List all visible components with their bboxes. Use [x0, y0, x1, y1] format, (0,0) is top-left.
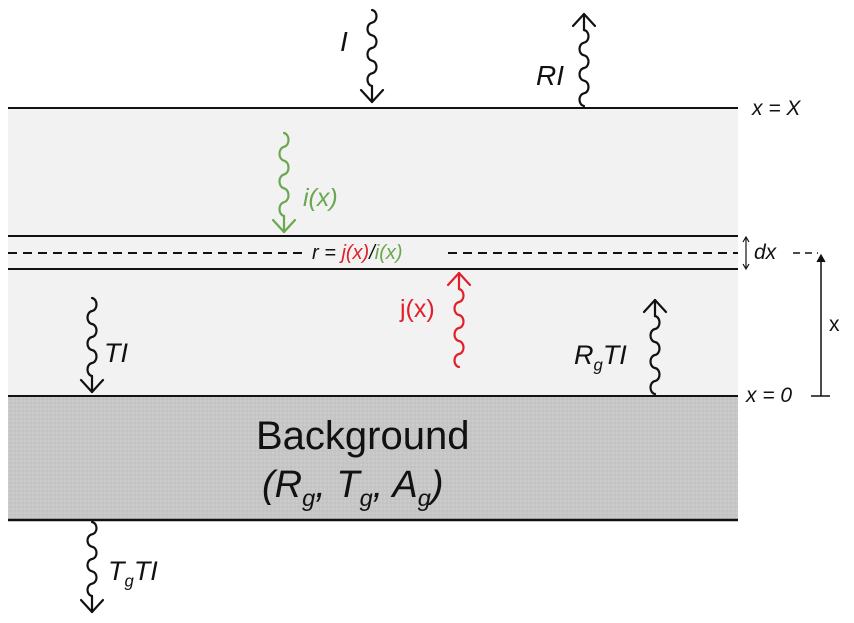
- ratio-label: r = j(x)/i(x): [312, 243, 403, 263]
- background-transmitted-label: TgTI: [108, 556, 158, 591]
- transmitted-wave: [79, 296, 105, 394]
- reflected-arrowhead: [571, 12, 597, 28]
- incident-internal-wave: [271, 131, 297, 234]
- incident-arrowhead: [359, 88, 385, 104]
- background-transmitted-arrowhead: [79, 598, 105, 614]
- incident-label: I: [340, 26, 348, 57]
- ratio-slash: /: [369, 242, 375, 264]
- bottom-boundary-label: x = 0: [746, 384, 793, 407]
- reflected-internal-arrowhead: [446, 271, 472, 287]
- ratio-prefix: r =: [312, 242, 342, 264]
- background-reflected-arrowhead: [642, 298, 668, 314]
- background-region: [8, 396, 738, 520]
- background-reflected-wave: [642, 298, 668, 396]
- x-axis-label: x: [829, 313, 840, 336]
- reflected-internal-label: j(x): [400, 295, 435, 323]
- top-boundary-label: x = X: [752, 97, 801, 120]
- transmitted-arrowhead: [79, 378, 105, 394]
- incident-internal-label: i(x): [303, 184, 338, 212]
- incident-internal-arrowhead: [271, 218, 297, 234]
- transmitted-label: TI: [104, 338, 128, 368]
- reflected-wave: [571, 12, 597, 108]
- incident-wave: [359, 8, 385, 104]
- ratio-numerator: j(x): [341, 242, 370, 264]
- ratio-denominator: i(x): [374, 242, 403, 264]
- background-reflected-label: RgTI: [574, 340, 627, 375]
- reflected-internal-wave: [446, 271, 472, 369]
- reflected-label: RI: [536, 60, 564, 91]
- dx-label: dx: [754, 241, 777, 264]
- background-transmitted-wave: [79, 520, 105, 614]
- background-title: Background: [256, 414, 470, 458]
- background-params: (Rg, Tg, Ag): [262, 464, 444, 511]
